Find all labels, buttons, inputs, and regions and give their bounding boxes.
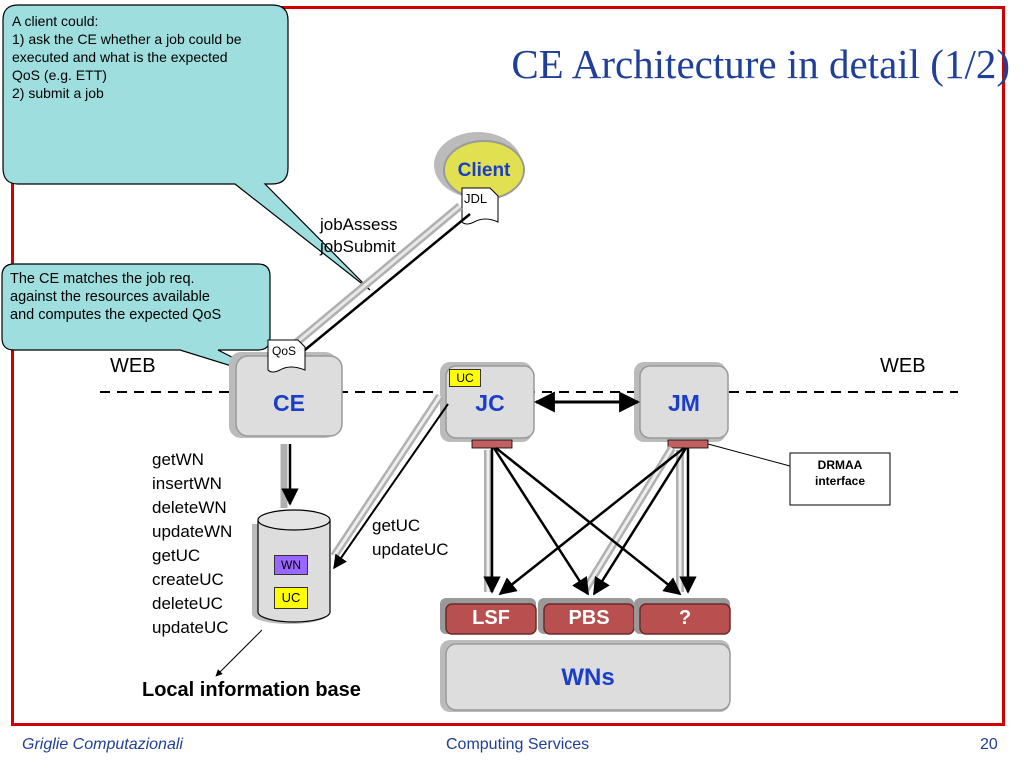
web-label-right: WEB bbox=[880, 355, 926, 377]
web-label-left: WEB bbox=[110, 355, 156, 377]
wn-tag: WN bbox=[274, 555, 308, 575]
pbs-label: PBS bbox=[568, 607, 610, 629]
callout-ce-matches-text: The CE matches the job req. against the … bbox=[10, 271, 222, 323]
qos-document bbox=[267, 339, 306, 373]
jm-port bbox=[667, 439, 709, 449]
slide-frame bbox=[11, 6, 1005, 726]
client-label: Client bbox=[457, 160, 511, 181]
unknown-label: ? bbox=[678, 607, 692, 629]
drmaa-label: DRMAA interface bbox=[814, 458, 866, 488]
jdl-document bbox=[461, 187, 499, 225]
jc-label: JC bbox=[475, 390, 505, 416]
ce-label: CE bbox=[273, 390, 305, 416]
local-info-base-label: Local information base bbox=[142, 679, 361, 701]
job-ops-list: jobAssess jobSubmit bbox=[320, 215, 398, 256]
jc-db-arrow bbox=[333, 403, 449, 570]
callout-client-could-text: A client could: 1) ask the CE whether a … bbox=[12, 13, 242, 101]
page-title: CE Architecture in detail (1/2) bbox=[511, 41, 1010, 87]
callout-client-could bbox=[2, 4, 371, 291]
lsf-box bbox=[445, 603, 537, 635]
page-number: 20 bbox=[980, 736, 998, 753]
jm-label: JM bbox=[668, 390, 700, 416]
footer-section: Computing Services bbox=[446, 736, 590, 753]
client-ce-link bbox=[299, 213, 471, 355]
qos-label: QoS bbox=[272, 344, 297, 358]
jc-port bbox=[471, 439, 513, 449]
wns-box bbox=[445, 643, 731, 711]
unknown-box bbox=[639, 603, 731, 635]
uc-tag: UC bbox=[449, 369, 481, 387]
uc-db-tag: UC bbox=[274, 587, 308, 609]
uc-ops-list: getUC updateUC bbox=[372, 516, 449, 559]
db-ops-list: getWN insertWN deleteWN updateWN getUC c… bbox=[152, 450, 233, 637]
drmaa-box bbox=[789, 452, 891, 506]
footer-course: Griglie Computazionali bbox=[22, 736, 183, 753]
wns-label: WNs bbox=[561, 664, 615, 691]
jdl-label: JDL bbox=[464, 191, 488, 206]
lsf-label: LSF bbox=[472, 607, 510, 629]
